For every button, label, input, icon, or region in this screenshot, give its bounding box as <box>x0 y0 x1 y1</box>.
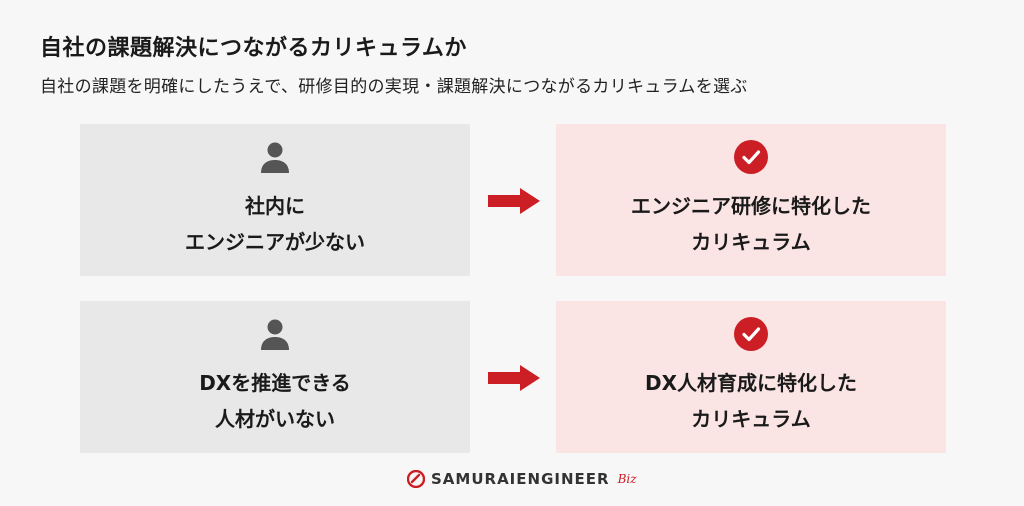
check-circle-icon <box>734 140 768 174</box>
page-subtitle: 自社の課題を明確にしたうえで、研修目的の実現・課題解決につながるカリキュラムを選… <box>40 77 748 97</box>
arrow-icon-2 <box>488 365 540 391</box>
problem-box-1: 社内に エンジニアが少ない <box>80 124 470 276</box>
problem-text-1: 社内に エンジニアが少ない <box>185 194 365 254</box>
solution-text-1: エンジニア研修に特化した カリキュラム <box>631 194 871 254</box>
page-title: 自社の課題解決につながるカリキュラムか <box>40 36 467 61</box>
check-circle-icon <box>734 317 768 351</box>
problem-box-2: DXを推進できる 人材がいない <box>80 301 470 453</box>
solution-text-2: DX人材育成に特化した カリキュラム <box>644 371 858 431</box>
solution-box-1: エンジニア研修に特化した カリキュラム <box>556 124 946 276</box>
logo-mark-icon <box>407 470 425 488</box>
logo-text-engineer: ENGINEER <box>516 470 610 488</box>
brand-logo: SAMURAI ENGINEER Biz <box>407 470 637 488</box>
logo-text-biz: Biz <box>617 472 637 486</box>
logo-text-samurai: SAMURAI <box>431 470 517 488</box>
arrow-icon-1 <box>488 188 540 214</box>
problem-text-2: DXを推進できる 人材がいない <box>199 371 351 431</box>
solution-box-2: DX人材育成に特化した カリキュラム <box>556 301 946 453</box>
person-icon <box>261 319 289 350</box>
person-icon <box>261 142 289 173</box>
